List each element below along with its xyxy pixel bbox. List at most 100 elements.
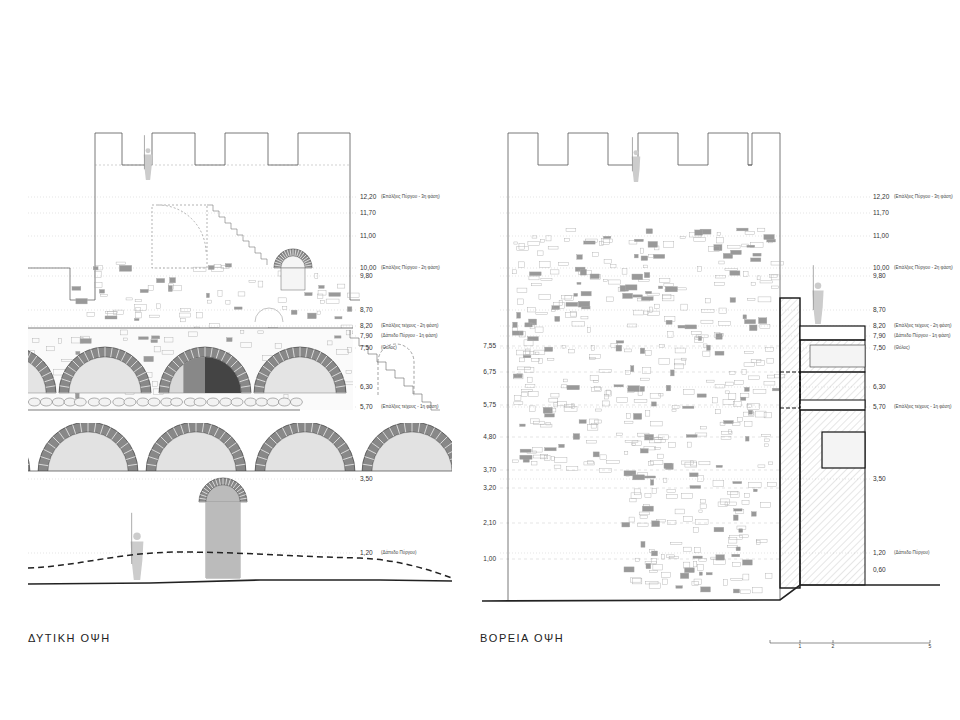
stone [148,285,153,290]
arch-ring [159,347,251,393]
stone [768,482,777,486]
stone [632,441,641,445]
stone [718,502,727,507]
stone [607,461,620,464]
voussoir [265,443,273,449]
arch-ring [59,347,151,393]
stone [206,293,209,297]
figure-head [146,148,151,153]
level-mark: 5,70 [360,404,373,411]
voussoir [237,488,243,492]
stone [659,278,670,282]
stone [105,316,117,319]
stone [632,443,636,445]
stone [513,460,519,462]
level-mark: 2,10 [483,520,496,527]
stone [631,493,641,498]
voussoir [61,379,71,382]
stone [744,387,749,391]
arch-ring [254,347,346,393]
stone [607,297,614,302]
stone [671,543,682,545]
voussoir [31,356,37,364]
stone [745,436,749,441]
level-line [500,437,780,438]
ground-line [482,585,940,601]
stone [156,279,164,283]
cobble [267,398,279,406]
stone [241,331,244,334]
level-note: (Επάλξεις τείχους - 1η φάση) [894,405,951,410]
stone [657,454,663,459]
level-mark: 1,00 [483,556,496,563]
stone [600,455,607,460]
voussoir [80,423,82,432]
stone [135,299,141,302]
stone [258,281,263,287]
stone [561,295,571,299]
stone [733,515,738,520]
stone [545,414,555,417]
voussoir [329,432,335,440]
stone [749,482,761,487]
voussoir [191,349,194,359]
voussoir [184,352,189,361]
stone [189,332,198,337]
arch-opening [281,256,305,268]
figure-body [812,290,823,324]
stone [772,286,779,289]
stone [767,358,773,363]
voussoir [91,349,94,359]
stone [744,422,752,426]
stone [516,350,529,355]
voussoir [141,393,151,394]
voussoir [259,372,268,377]
voussoir [297,250,299,257]
spear [632,137,633,171]
voussoir [181,424,184,434]
arch-opening [169,357,241,393]
voussoir [336,386,346,388]
stone [718,321,730,325]
stone [715,410,720,414]
stone [329,293,341,297]
stone [742,560,752,565]
stone [599,370,611,373]
level-line [500,470,780,471]
stone [532,283,542,285]
stone [550,408,556,412]
stone [221,266,229,269]
stone [683,406,694,408]
hidden-vault [158,205,206,253]
stone [641,541,645,547]
voussoir [240,498,247,499]
voussoir [78,356,84,364]
stone [551,393,559,397]
section-slab [800,400,865,410]
stone [523,355,531,358]
stone [697,476,703,482]
stone [649,307,652,313]
stone [684,517,693,522]
stone [645,582,658,584]
voussoir [53,437,60,444]
stone [737,526,746,530]
voussoir [98,348,100,358]
stone [694,548,700,553]
stone [648,461,653,465]
arch-shadow [205,357,241,393]
stone [682,493,693,498]
stone [717,232,720,235]
stone [721,431,732,434]
figure-head [815,282,822,289]
voussoir [161,379,171,382]
voussoir [333,437,340,444]
voussoir [28,464,29,466]
stone [624,567,634,572]
stone [645,351,651,356]
voussoir [228,443,236,449]
tower-line [95,165,350,166]
voussoir [106,427,111,436]
voussoir [231,481,234,487]
stone [514,374,522,378]
